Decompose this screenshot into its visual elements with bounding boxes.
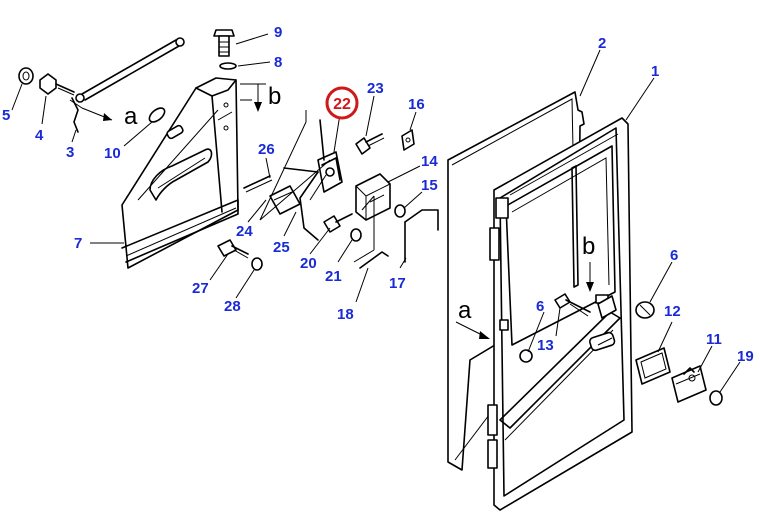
callout-21: 21 xyxy=(325,268,342,285)
callout-8: 8 xyxy=(274,54,282,71)
callout-23: 23 xyxy=(367,80,384,97)
washer-part xyxy=(394,204,406,218)
bumper-part xyxy=(635,301,655,319)
callout-13: 13 xyxy=(537,337,554,354)
ref-letter-a-left: a xyxy=(124,103,138,130)
pin-part xyxy=(359,251,389,269)
side-panel-assembly xyxy=(121,77,239,269)
slot-grommet xyxy=(148,107,166,123)
callout-14: 14 xyxy=(421,153,438,170)
ref-letter-b-right: b xyxy=(582,233,595,260)
callout-labels: 1 2 3 4 5 6 6 7 8 9 10 11 12 13 14 15 16… xyxy=(2,24,754,365)
callout-20: 20 xyxy=(300,255,317,272)
bent-rod xyxy=(404,209,439,263)
callout-28: 28 xyxy=(224,298,241,315)
bolt-washer-lower xyxy=(217,239,263,271)
callout-17: 17 xyxy=(389,275,406,292)
arrow-b-right xyxy=(586,262,594,292)
callout-6-door: 6 xyxy=(536,298,544,315)
small-bracket xyxy=(401,129,415,151)
callout-25: 25 xyxy=(273,239,290,256)
callout-9: 9 xyxy=(274,24,282,41)
cap-part xyxy=(709,390,723,406)
lock-mechanism xyxy=(283,119,343,241)
callout-24: 24 xyxy=(236,223,253,240)
top-bolt-washer xyxy=(213,29,237,70)
callout-3: 3 xyxy=(66,144,74,161)
ref-letter-b-left: b xyxy=(268,83,281,110)
bolt-washer-mid xyxy=(323,213,362,242)
callout-6-right: 6 xyxy=(670,247,678,264)
callout-15: 15 xyxy=(421,177,438,194)
callout-4: 4 xyxy=(35,127,44,144)
bolt-part xyxy=(554,293,591,317)
callout-11: 11 xyxy=(706,331,722,348)
arrow-a-left xyxy=(81,107,113,121)
ref-letter-a-right: a xyxy=(458,297,472,324)
callout-1: 1 xyxy=(651,63,659,80)
leader-lines xyxy=(11,33,741,393)
highlighted-callout-22: 22 xyxy=(325,86,359,120)
nut-washer-stud xyxy=(18,67,83,133)
alignment-lines xyxy=(240,83,375,263)
highlight-ring xyxy=(325,86,359,120)
callout-2: 2 xyxy=(598,35,606,52)
callout-27: 27 xyxy=(192,280,209,297)
callout-18: 18 xyxy=(337,306,354,323)
arrow-b-left xyxy=(254,84,262,112)
callout-7: 7 xyxy=(74,235,82,252)
callout-22: 22 xyxy=(333,96,351,113)
stay-rod xyxy=(75,37,185,103)
door-assembly xyxy=(447,91,633,511)
screw-part xyxy=(355,133,385,155)
callout-16: 16 xyxy=(408,96,425,113)
callout-12: 12 xyxy=(664,303,681,320)
callout-26: 26 xyxy=(258,141,275,158)
door-handle xyxy=(671,365,707,403)
callout-19: 19 xyxy=(737,348,754,365)
arrow-a-right xyxy=(455,321,490,339)
handle-bezel xyxy=(635,347,671,385)
callout-5: 5 xyxy=(2,107,10,124)
reference-letters: a b a b xyxy=(124,83,595,324)
callout-10: 10 xyxy=(104,145,121,162)
linkage-rod xyxy=(243,175,301,215)
